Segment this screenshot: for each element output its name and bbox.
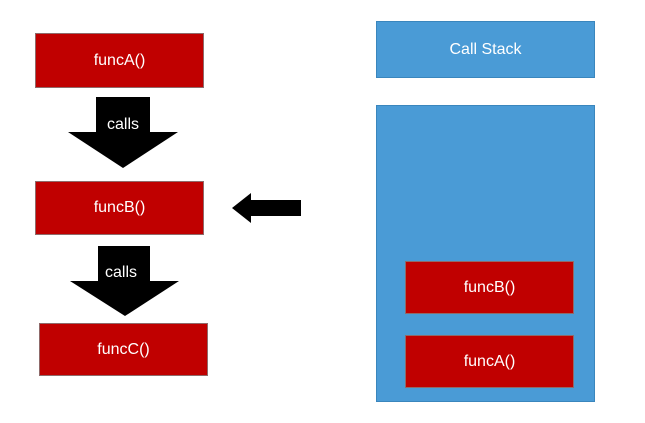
funcB-label: funcB() xyxy=(93,199,146,216)
calls-label-2: calls xyxy=(104,264,137,281)
calls-label-1: calls xyxy=(106,116,139,133)
call-stack-title: Call Stack xyxy=(376,21,595,78)
funcB-box: funcB() xyxy=(35,181,204,235)
stack-frame-funcB: funcB() xyxy=(405,261,574,314)
stack-frame-funcA: funcA() xyxy=(405,335,574,388)
call-stack-title-label: Call Stack xyxy=(449,40,522,58)
funcA-box: funcA() xyxy=(35,33,204,88)
stack-frame-label: funcA() xyxy=(463,352,516,370)
stack-frame-label: funcB() xyxy=(463,278,516,296)
funcC-label: funcC() xyxy=(97,340,150,358)
funcC-box: funcC() xyxy=(39,323,208,376)
funcA-label: funcA() xyxy=(93,51,146,69)
